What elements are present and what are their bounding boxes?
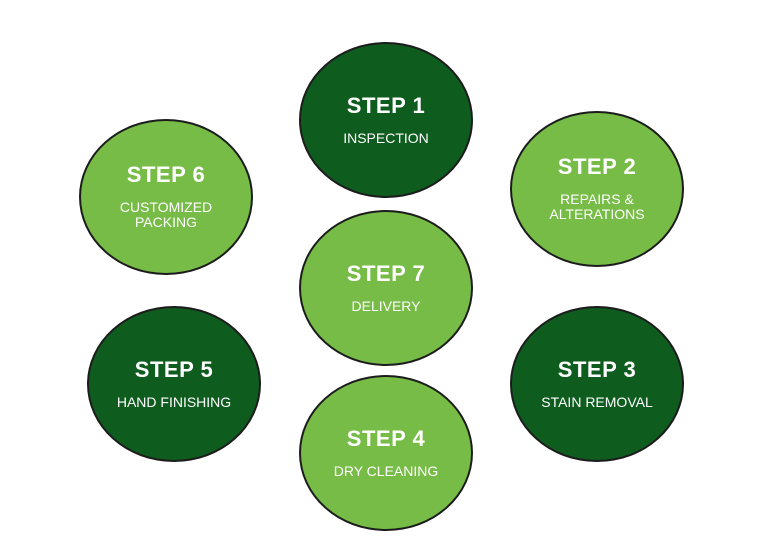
step-1-title: STEP 1 [346, 92, 426, 118]
step-1-circle: STEP 1 INSPECTION [299, 42, 473, 198]
step-3-label: STAIN REMOVAL [541, 393, 653, 410]
step-2-title: STEP 2 [557, 154, 637, 180]
step-7-title: STEP 7 [346, 260, 426, 286]
step-4-label: DRY CLEANING [333, 462, 439, 479]
step-3-title: STEP 3 [557, 356, 637, 382]
step-4-title: STEP 4 [346, 425, 426, 451]
step-5-label: HAND FINISHING [116, 393, 232, 410]
step-2-circle: STEP 2 REPAIRS & ALTERATIONS [510, 111, 684, 267]
step-5-circle: STEP 5 HAND FINISHING [87, 306, 261, 462]
step-7-label: DELIVERY [351, 297, 421, 314]
step-1-label: INSPECTION [343, 129, 429, 146]
step-7-circle: STEP 7 DELIVERY [299, 210, 473, 366]
step-6-title: STEP 6 [126, 162, 206, 188]
step-3-circle: STEP 3 STAIN REMOVAL [510, 306, 684, 462]
step-4-circle: STEP 4 DRY CLEANING [299, 375, 473, 531]
step-6-label: CUSTOMIZED PACKING [119, 199, 213, 230]
step-2-label: REPAIRS & ALTERATIONS [549, 191, 645, 222]
step-5-title: STEP 5 [134, 356, 214, 382]
step-6-circle: STEP 6 CUSTOMIZED PACKING [79, 119, 253, 275]
